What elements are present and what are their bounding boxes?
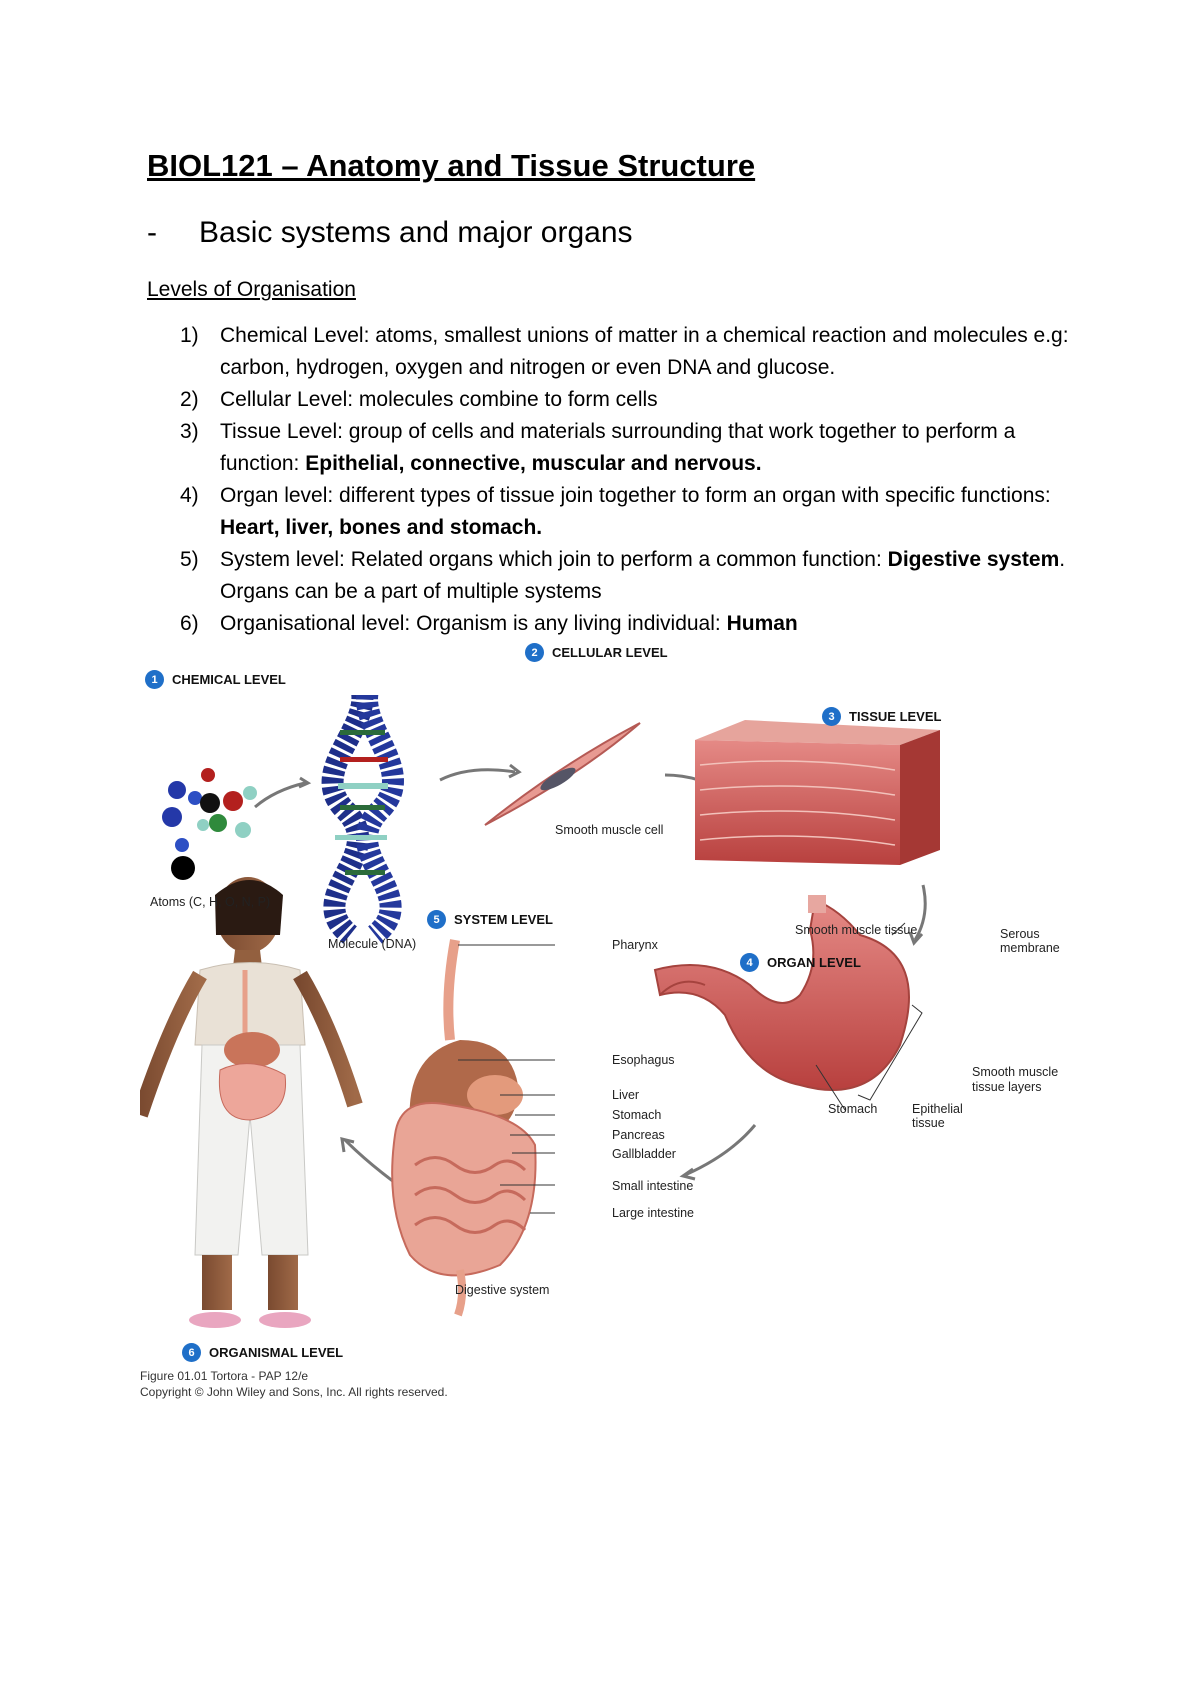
level-label: ORGAN LEVEL (767, 955, 861, 970)
digestive-system-label: Digestive system (455, 1283, 550, 1297)
item-bold: Heart, liver, bones and stomach. (220, 516, 543, 539)
levels-list: 1) Chemical Level: atoms, smallest unions… (180, 320, 1080, 640)
item-text: Cellular Level: molecules combine to for… (220, 388, 658, 411)
muscle-layers-label-2: tissue layers (972, 1080, 1042, 1094)
stomach-label: Stomach (612, 1108, 662, 1122)
item-number: 3) (180, 420, 199, 443)
tissue-level-badge: 3 TISSUE LEVEL (822, 707, 941, 726)
dna-illustration (321, 695, 404, 944)
list-item: 2) Cellular Level: molecules combine to f… (180, 384, 1080, 416)
level-label: SYSTEM LEVEL (454, 912, 553, 927)
item-bold: Digestive system (887, 548, 1060, 571)
cell-label: Smooth muscle cell (555, 823, 664, 837)
figure-caption: Figure 01.01 Tortora - PAP 12/e Copyrigh… (140, 1368, 448, 1400)
epithelial-label-1: Epithelial (912, 1102, 963, 1116)
level-number: 4 (740, 953, 759, 972)
item-number: 4) (180, 484, 199, 507)
membrane-label: membrane (1000, 941, 1060, 955)
epithelial-label-2: tissue (912, 1116, 945, 1130)
muscle-layers-label-1: Smooth muscle (972, 1065, 1059, 1079)
chemical-level-badge: 1 CHEMICAL LEVEL (145, 670, 286, 689)
level-label: CHEMICAL LEVEL (172, 672, 286, 687)
item-bold: Human (726, 612, 798, 635)
gallbladder-label: Gallbladder (612, 1147, 676, 1161)
level-number: 2 (525, 643, 544, 662)
level-label: CELLULAR LEVEL (552, 645, 668, 660)
item-text: System level: Related organs which join … (220, 548, 888, 571)
level-number: 6 (182, 1343, 201, 1362)
list-item: 6) Organisational level: Organism is any … (180, 608, 1080, 640)
item-tail: . Organs can be a part of multiple syste… (220, 548, 1066, 603)
level-label: ORGANISMAL LEVEL (209, 1345, 344, 1360)
molecule-label: Molecule (DNA) (328, 937, 417, 951)
liver-label: Liver (612, 1088, 640, 1102)
copyright-line: Copyright © John Wiley and Sons, Inc. Al… (140, 1385, 448, 1399)
list-item: 3) Tissue Level: group of cells and mater… (180, 416, 1080, 480)
small-intestine-label: Small intestine (612, 1179, 694, 1193)
item-text: Chemical Level: atoms, smallest unions o… (220, 324, 1069, 379)
tissue-label: Smooth muscle tissue (795, 923, 918, 937)
list-item: 5) System level: Related organs which joi… (180, 544, 1080, 608)
item-text: Organisational level: Organism is any li… (220, 612, 727, 635)
figure-illustration (140, 695, 940, 1328)
organ-level-badge: 4 ORGAN LEVEL (740, 953, 861, 972)
smooth-muscle-tissue-illustration (695, 720, 940, 865)
subtitle-text: Basic systems and major organs (199, 216, 633, 249)
page-title: BIOL121 – Anatomy and Tissue Structure (147, 148, 756, 183)
atoms-illustration (162, 768, 257, 880)
list-item: 4) Organ level: different types of tissue… (180, 480, 1080, 544)
human-figure-illustration (140, 877, 363, 1328)
levels-of-organisation-figure: 1 CHEMICAL LEVEL 2 CELLULAR LEVEL 3 TISSUE … (140, 643, 1080, 1525)
system-level-badge: 5 SYSTEM LEVEL (427, 910, 553, 929)
subtitle-dash: - (147, 216, 157, 249)
pharynx-label: Pharynx (612, 938, 658, 952)
item-number: 1) (180, 324, 199, 347)
stomach-organ-label: Stomach (828, 1102, 878, 1116)
level-number: 1 (145, 670, 164, 689)
large-intestine-label: Large intestine (612, 1206, 695, 1220)
level-number: 3 (822, 707, 841, 726)
atoms-label: Atoms (C, H, O, N, P) (150, 895, 271, 909)
level-label: TISSUE LEVEL (849, 709, 942, 724)
organismal-level-badge: 6 ORGANISMAL LEVEL (182, 1343, 343, 1362)
pancreas-label: Pancreas (612, 1128, 665, 1142)
list-item: 1) Chemical Level: atoms, smallest unions… (180, 320, 1080, 384)
serous-label: Serous (1000, 927, 1040, 941)
item-text: Organ level: different types of tissue j… (220, 484, 1051, 507)
esophagus-label: Esophagus (612, 1053, 675, 1067)
stomach-illustration (653, 895, 910, 1091)
arrow (254, 781, 306, 809)
caption-line: Figure 01.01 Tortora - PAP 12/e (140, 1369, 309, 1383)
digestive-system-illustration (391, 939, 537, 1317)
item-number: 5) (180, 548, 199, 571)
item-text: Tissue Level: group of cells and materia… (220, 420, 1016, 475)
subtitle: - Basic systems and major organs (147, 216, 633, 250)
item-number: 6) (180, 612, 199, 635)
item-bold: Epithelial, connective, muscular and ner… (305, 452, 762, 475)
level-number: 5 (427, 910, 446, 929)
cellular-level-badge: 2 CELLULAR LEVEL (525, 643, 668, 662)
section-heading: Levels of Organisation (147, 278, 356, 301)
item-number: 2) (180, 388, 199, 411)
